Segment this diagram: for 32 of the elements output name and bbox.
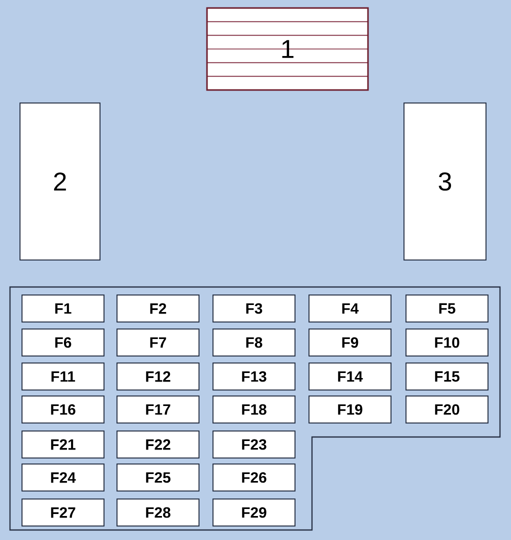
- fuse-box: F19: [308, 396, 392, 424]
- fuse-box: F16: [22, 396, 104, 424]
- fuse-box: F10: [406, 328, 488, 356]
- fuse-box: F1: [22, 294, 104, 322]
- fuse-box: F20: [406, 396, 488, 424]
- relay-box: 2: [20, 102, 100, 260]
- fuse-box: F27: [22, 498, 104, 526]
- fuse-box: F18: [212, 396, 296, 424]
- fuse-box: F29: [212, 498, 296, 526]
- fuse-box: F5: [406, 294, 488, 322]
- fuse-box: F2: [116, 294, 200, 322]
- fuse-box: F6: [22, 328, 104, 356]
- fuse-box: F12: [116, 362, 200, 390]
- fuse-box: F22: [116, 430, 200, 458]
- relay-box: 3: [404, 102, 486, 260]
- fuse-box: F7: [116, 328, 200, 356]
- fuse-box: F9: [308, 328, 392, 356]
- fuse-box: F17: [116, 396, 200, 424]
- fuse-box: F25: [116, 464, 200, 492]
- fuse-box: F13: [212, 362, 296, 390]
- fuse-box: F24: [22, 464, 104, 492]
- fuse-box: F14: [308, 362, 392, 390]
- fuse-box: F8: [212, 328, 296, 356]
- fuse-panel: [9, 286, 501, 531]
- fuse-box: F23: [212, 430, 296, 458]
- fuse-box: F3: [212, 294, 296, 322]
- fuse-box: F26: [212, 464, 296, 492]
- fuse-box: F21: [22, 430, 104, 458]
- fuse-box: F28: [116, 498, 200, 526]
- fuse-box: F4: [308, 294, 392, 322]
- fuse-box: F11: [22, 362, 104, 390]
- fuse-box: F15: [406, 362, 488, 390]
